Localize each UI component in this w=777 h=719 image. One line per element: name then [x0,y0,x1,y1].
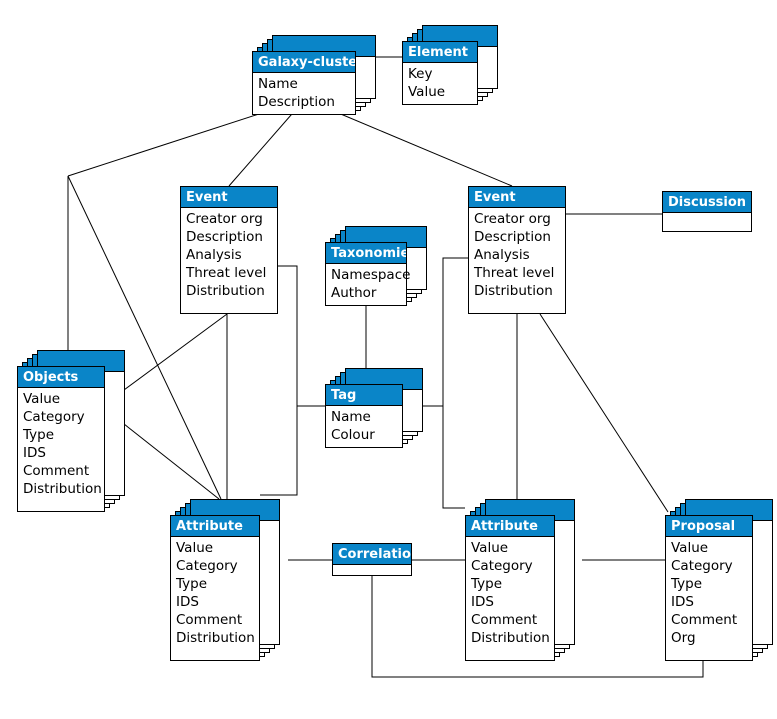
entity-field: Description [258,94,335,110]
entity-title-correlation: Correlation [333,544,411,565]
entity-field: Distribution [186,283,265,299]
entity-field: Type [23,427,55,443]
entity-field: Category [671,558,733,574]
entity-title-galaxy-cluster: Galaxy-cluster [253,52,355,73]
entity-field: Analysis [186,247,242,263]
entity-taxonomies[interactable]: TaxonomiesNamespaceAuthor [325,226,429,306]
entity-field: Value [408,84,446,100]
entity-title-element: Element [403,42,477,63]
entity-field: IDS [471,594,494,610]
entity-title-discussion: Discussion [663,192,751,213]
entity-field: Comment [471,612,538,628]
entity-field: Key [408,66,433,82]
entity-field: Org [671,630,696,646]
entity-field: IDS [671,594,694,610]
entity-field: Value [23,391,61,407]
entity-field: Creator org [474,211,551,227]
entity-field: Comment [671,612,738,628]
entity-field: Namespace [331,267,411,283]
entity-fields-correlation [333,565,411,579]
entity-fields-discussion [663,213,751,227]
entity-field: Distribution [471,630,550,646]
connection-event-left-to-tag [278,265,325,407]
entity-discussion[interactable]: Discussion [662,191,752,232]
entity-field: Distribution [474,283,553,299]
entity-field: IDS [176,594,199,610]
entity-field: Comment [23,463,90,479]
entity-title-event-left: Event [181,187,277,208]
entity-field: Comment [176,612,243,628]
connection-tag-to-attribute-right [442,406,465,509]
entity-field: Description [474,229,551,245]
entity-field: Type [471,576,503,592]
entity-field: Value [671,540,709,556]
entity-field: Author [331,285,377,301]
entity-field: IDS [23,445,46,461]
entity-title-taxonomies: Taxonomies [326,243,406,264]
entity-field: Colour [331,427,375,443]
entity-card-discussion[interactable]: Discussion [662,191,752,232]
entity-field: Analysis [474,247,530,263]
entity-title-tag: Tag [326,385,402,406]
entity-correlation[interactable]: Correlation [332,543,412,576]
entity-field: Distribution [176,630,255,646]
entity-field: Category [471,558,533,574]
entity-field: Threat level [186,265,267,281]
connection-tag-to-attribute-left [260,406,298,496]
entity-field: Name [258,76,298,92]
entity-field: Category [23,409,85,425]
connection-event-right-to-proposal [539,313,669,513]
entity-card-correlation[interactable]: Correlation [332,543,412,576]
entity-field: Type [671,576,703,592]
entity-card-taxonomies[interactable]: TaxonomiesNamespaceAuthor [325,242,411,306]
entity-field: Creator org [186,211,263,227]
entity-title-attribute-right: Attribute [466,516,554,537]
entity-title-attribute-left: Attribute [171,516,259,537]
entity-field: Description [186,229,263,245]
entity-title-objects: Objects [18,367,104,388]
entity-field: Name [331,409,371,425]
entity-field: Threat level [474,265,555,281]
entity-field: Value [176,540,214,556]
entity-field: Value [471,540,509,556]
entity-field: Distribution [23,481,102,497]
entity-field: Category [176,558,238,574]
entity-field: Type [176,576,208,592]
entity-title-event-right: Event [469,187,565,208]
entity-title-proposal: Proposal [666,516,752,537]
